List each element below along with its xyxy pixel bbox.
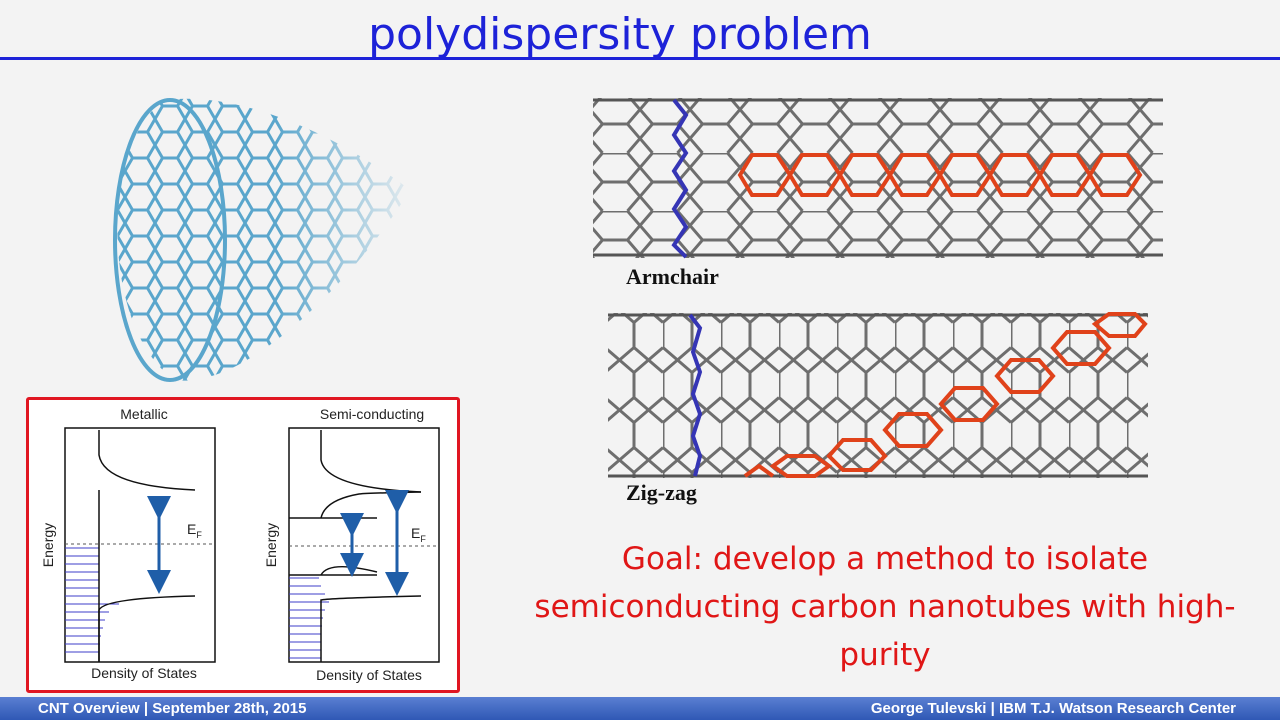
semiconducting-y-label: Energy — [263, 523, 279, 567]
zigzag-label: Zig-zag — [626, 480, 697, 505]
semiconducting-fermi-label: EF — [411, 525, 426, 544]
metallic-fermi-label: EF — [187, 521, 202, 540]
armchair-lattice — [593, 98, 1163, 259]
semiconducting-panel: Semi-conducting EF Energy Density of Sta… — [263, 406, 440, 683]
metallic-panel: Metallic EF Energy Density of States — [40, 406, 216, 681]
goal-statement: Goal: develop a method to isolate semico… — [534, 541, 1236, 673]
armchair-label: Armchair — [626, 264, 719, 289]
semiconducting-title: Semi-conducting — [320, 406, 424, 422]
slide-title: polydispersity problem — [368, 9, 872, 60]
footer-left-text: CNT Overview | September 28th, 2015 — [38, 700, 307, 717]
metallic-y-label: Energy — [40, 523, 56, 567]
nanotube-3d-illustration — [113, 98, 410, 382]
density-of-states-diagram: Metallic EF Energy Density of States — [26, 397, 460, 693]
title-underline — [0, 57, 1280, 60]
metallic-title: Metallic — [120, 406, 167, 422]
footer-bar: CNT Overview | September 28th, 2015 Geor… — [0, 697, 1280, 720]
footer-right-text: George Tulevski | IBM T.J. Watson Resear… — [870, 700, 1236, 717]
semiconducting-x-label: Density of States — [316, 667, 422, 683]
zigzag-lattice — [608, 312, 1148, 478]
metallic-x-label: Density of States — [91, 665, 197, 681]
